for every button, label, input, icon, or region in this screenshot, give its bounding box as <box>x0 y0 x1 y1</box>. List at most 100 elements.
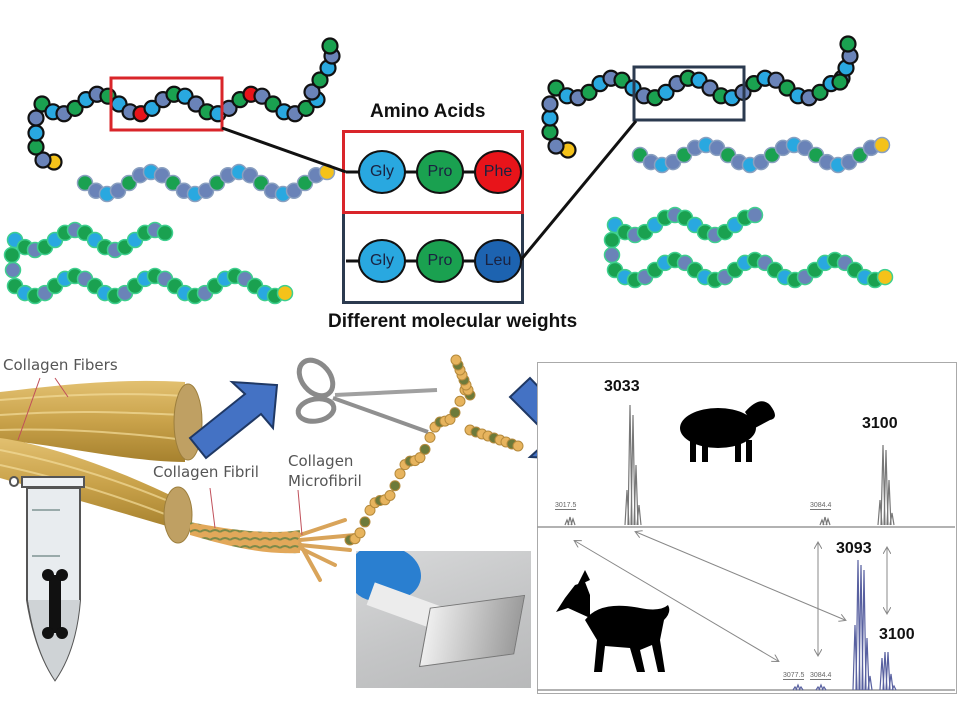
shift-arrow <box>636 532 845 620</box>
chain-bead <box>359 516 371 528</box>
residue-bead <box>580 83 598 101</box>
residue-bead <box>66 99 84 117</box>
goat-minor-label-2: 3084.4 <box>810 672 832 680</box>
variant-b-residues: Gly Pro Leu <box>358 239 522 283</box>
spectrum-peak <box>795 683 801 691</box>
residue-bead <box>27 109 45 127</box>
peptide-chains-illustration <box>3 35 894 305</box>
residue-bead <box>153 166 171 184</box>
sheep-peak-label-1: 3033 <box>604 378 640 395</box>
collagen-microfibril-strands <box>298 518 357 582</box>
residue-pro: Pro <box>416 150 464 194</box>
residue-bead <box>811 83 829 101</box>
chain-bead <box>414 452 426 464</box>
label-microfibril-line2: Microfibril <box>288 472 362 490</box>
residue-bead <box>839 35 857 53</box>
goat-peak-label-2: 3100 <box>879 626 915 643</box>
residue-bead <box>876 268 894 286</box>
maldi-plate-photo <box>356 551 531 688</box>
chain-bead <box>512 440 524 452</box>
chain-bead <box>449 407 461 419</box>
spectrum-peak <box>883 449 889 526</box>
residue-bead <box>873 136 891 154</box>
spectrum-peak <box>886 479 892 526</box>
goat-minor-label-1: 3077.5 <box>783 672 805 680</box>
chain-bead <box>419 443 431 455</box>
residue-bead <box>547 137 565 155</box>
scissors-icon <box>295 357 438 434</box>
residue-leu: Leu <box>474 239 522 283</box>
label-microfibril-line1: Collagen <box>288 452 354 470</box>
collagen-molecule-chain <box>344 354 524 546</box>
goat-peak-3093 <box>852 559 873 691</box>
spectrum-peak <box>821 685 827 691</box>
residue-bead <box>746 206 764 224</box>
chain-right-3 <box>603 206 764 264</box>
sheep-peak-3100 <box>877 444 895 526</box>
residue-bead <box>285 182 303 200</box>
residue-bead <box>297 99 315 117</box>
amino-acids-title: Amino Acids <box>370 101 486 122</box>
sheep-peak-3084 <box>819 516 831 526</box>
spectrum-peak <box>630 414 636 526</box>
residue-label: Gly <box>370 252 394 269</box>
spectrum-peak <box>818 683 824 691</box>
goat-peak-label-1: 3093 <box>836 540 872 557</box>
sheep-peak-3017 <box>564 516 576 526</box>
bone-icon <box>42 569 68 639</box>
sheep-peak-label-2: 3100 <box>862 415 898 432</box>
chain-bead <box>454 395 466 407</box>
variant-a-residues: Gly Pro Phe <box>358 150 522 194</box>
spectrum-peak <box>867 675 873 691</box>
spectrum-peak <box>888 673 894 691</box>
microcentrifuge-tube-icon <box>9 476 85 682</box>
chain-bead <box>450 354 462 366</box>
chain-left-3b <box>6 267 294 305</box>
residue-bead <box>241 166 259 184</box>
sheep-icon <box>680 401 775 462</box>
residue-bead <box>143 99 161 117</box>
spectrum-peak <box>889 512 895 526</box>
residue-bead <box>321 37 339 55</box>
residue-bead <box>252 174 270 192</box>
chain-right-2 <box>631 136 891 174</box>
chain-bead <box>354 527 366 539</box>
spectrum-peak <box>633 464 639 526</box>
goat-peak-3100 <box>879 651 897 691</box>
residue-bead <box>208 174 226 192</box>
collagen-fiber-lower <box>0 438 193 544</box>
goat-peak-3084 <box>815 683 827 691</box>
residue-bead <box>831 73 849 91</box>
spectrum-peak <box>861 569 867 691</box>
residue-label: Leu <box>484 252 512 269</box>
residue-bead <box>76 174 94 192</box>
collagen-fibril <box>190 522 300 554</box>
residue-bead <box>541 95 559 113</box>
residue-bead <box>303 83 321 101</box>
label-collagen-fibers: Collagen Fibers <box>3 356 118 374</box>
residue-label: Gly <box>370 163 394 180</box>
residue-bead <box>120 174 138 192</box>
residue-bead <box>197 182 215 200</box>
residue-pro: Pro <box>416 239 464 283</box>
sheep-minor-label-2: 3084.4 <box>810 502 832 510</box>
chain-left-3 <box>3 221 174 279</box>
residue-bead <box>311 71 329 89</box>
spectrum-peak <box>798 685 804 691</box>
spectrum-peak <box>636 504 642 526</box>
residue-label: Phe <box>483 163 513 180</box>
spectrum-peak <box>891 684 897 691</box>
residue-phe: Phe <box>474 150 522 194</box>
residue-label: Pro <box>427 163 453 180</box>
chain-right-main <box>541 35 859 159</box>
chain-left-main <box>27 37 341 171</box>
residue-bead <box>276 284 294 302</box>
molecular-weights-caption: Different molecular weights <box>328 311 578 332</box>
residue-bead <box>657 83 675 101</box>
chain-bead <box>384 490 396 502</box>
residue-bead <box>109 182 127 200</box>
residue-bead <box>34 151 52 169</box>
